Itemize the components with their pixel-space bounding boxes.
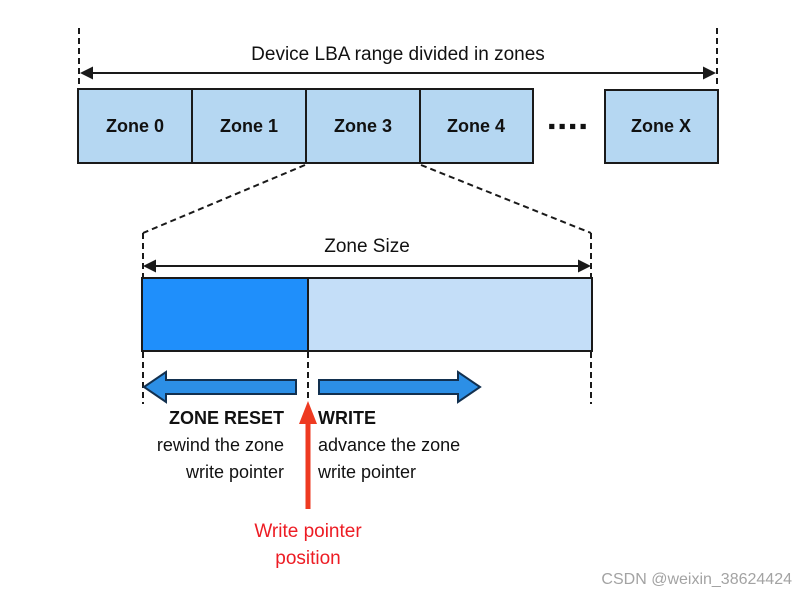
write-pointer-label-line1: Write pointer — [254, 521, 362, 542]
csdn-watermark: CSDN @weixin_38624424 — [601, 571, 792, 588]
write-arrow-icon — [318, 370, 482, 404]
write-title: WRITE — [318, 408, 376, 428]
zone-size-label: Zone Size — [324, 236, 410, 257]
lba-range-header: Device LBA range divided in zones — [78, 28, 718, 87]
write-desc-line2: write pointer — [317, 462, 416, 482]
zone-cell-1: Zone 1 — [191, 88, 307, 164]
zone-label: Zone 3 — [334, 116, 392, 136]
zone-reset-arrow-icon — [142, 370, 297, 404]
zone-box — [305, 88, 421, 164]
write-desc-line1: advance the zone — [318, 435, 460, 455]
write-label-block: WRITE advance the zone write pointer — [317, 408, 460, 482]
ellipsis-dots: ▪▪▪▪ — [548, 115, 590, 138]
zone-box — [604, 89, 719, 164]
zone-box — [191, 88, 307, 164]
zone-size-right-head-icon — [578, 259, 591, 273]
zone-written-region — [141, 277, 309, 352]
zone-reset-title: ZONE RESET — [169, 408, 284, 428]
write-pointer-arrow-head-icon — [299, 401, 317, 424]
zone-cell-x: Zone X — [604, 89, 719, 164]
zone-cell-0: Zone 0 — [77, 88, 193, 164]
zone-label: Zone 4 — [447, 116, 505, 136]
page-title: Device LBA range divided in zones — [251, 44, 545, 65]
zone-label: Zone 1 — [220, 116, 278, 136]
range-arrow-left-head-icon — [80, 66, 93, 80]
zone-box — [419, 88, 534, 164]
command-arrows — [142, 370, 482, 404]
zone-reset-label-block: ZONE RESET rewind the zone write pointer — [157, 408, 284, 482]
zone-reset-desc-line2: write pointer — [185, 462, 284, 482]
range-span-arrow — [80, 66, 716, 80]
zone-size-measure: Zone Size — [143, 236, 591, 273]
zone-label: Zone 0 — [106, 116, 164, 136]
zoom-guide-left-diagonal — [142, 164, 306, 234]
zone-cell-4: Zone 4 — [419, 88, 534, 164]
zone-detail — [141, 277, 593, 352]
zone-row: Zone 0 Zone 1 Zone 3 Zone 4 ▪▪▪▪ Zone X — [77, 88, 719, 164]
zone-cell-3: Zone 3 — [305, 88, 421, 164]
write-pointer-callout: Write pointer position — [254, 401, 362, 569]
zone-label: Zone X — [631, 116, 691, 136]
zone-reset-desc-line1: rewind the zone — [157, 435, 284, 455]
write-pointer-label-line2: position — [275, 548, 341, 569]
range-arrow-right-head-icon — [703, 66, 716, 80]
zoom-guides — [142, 164, 592, 404]
zoom-guide-right-diagonal — [420, 164, 592, 234]
zone-size-left-head-icon — [143, 259, 156, 273]
